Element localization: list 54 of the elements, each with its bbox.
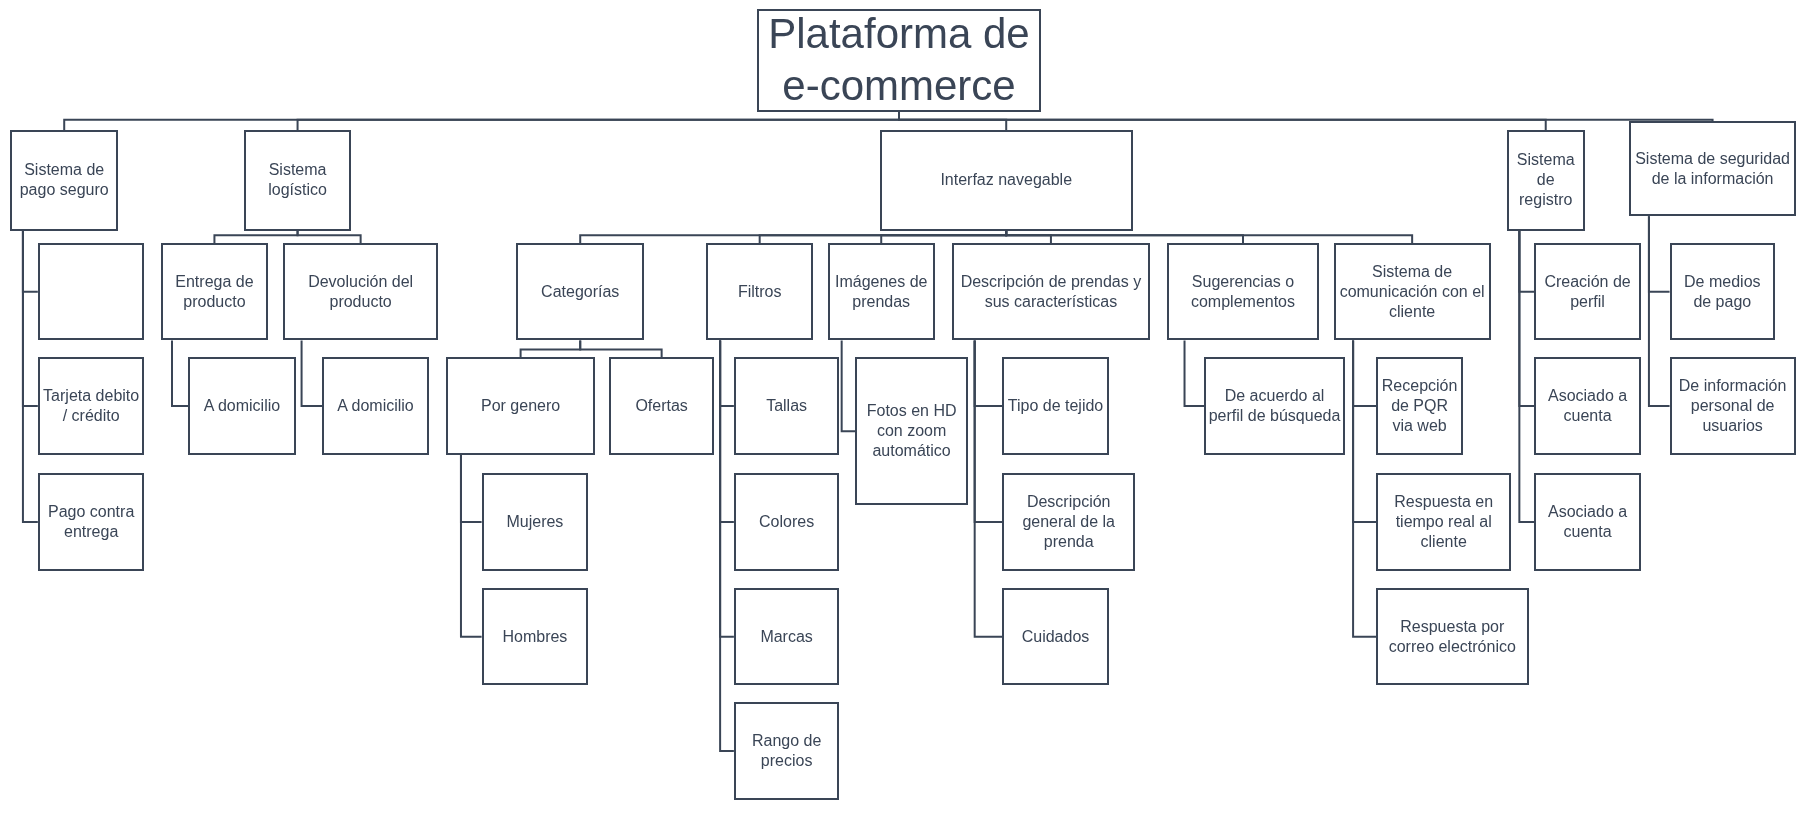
process-box: Descripción de prendas y sus características [951,243,1151,341]
process-box: Sistema de pago seguro [10,129,119,231]
process-box: Mujeres [481,472,589,572]
process-box: Sistema de comunicación con el cliente [1333,243,1491,341]
process-box: A domicilio [322,357,429,455]
process-box: Hombres [481,588,589,686]
process-box: Cuidados [1002,588,1109,686]
connector-line [840,339,857,433]
connector-line [1647,215,1671,407]
process-box: Pago contra entrega [37,472,145,572]
process-box: Respuesta por correo electrónico [1376,588,1529,686]
process-box: Asociado a cuenta [1534,472,1641,572]
process-box: Asociado a cuenta [1534,357,1641,455]
root-box: Plataforma de e-commerce [756,8,1042,112]
process-box [37,243,145,341]
process-box: De medios de pago [1669,243,1776,341]
process-box: Sistema de seguridad de la información [1629,120,1796,217]
process-box: Recepción de PQR via web [1376,357,1464,455]
process-box: Respuesta en tiempo real al cliente [1376,472,1512,572]
process-box: Fotos en HD con zoom automático [855,357,968,506]
process-box: Marcas [733,588,840,686]
connector-line [171,339,190,407]
connector-line [1352,339,1377,638]
connector-line [21,229,39,523]
connector-line [296,229,362,245]
process-box: Tarjeta debito / crédito [37,357,145,455]
process-box: Sugerencias o complementos [1167,243,1319,341]
process-box: Filtros [706,243,813,341]
connector-line [459,453,483,638]
connector-line [1005,229,1414,245]
process-box: Colores [733,472,840,572]
process-box: Entrega de producto [160,243,269,341]
connector-line [579,339,663,359]
process-box: Interfaz navegable [879,129,1133,231]
connector-line [719,339,735,752]
process-box: De acuerdo al perfil de búsqueda [1204,357,1346,455]
process-box: Por genero [446,357,596,455]
process-box: Tipo de tejido [1002,357,1109,455]
process-box: Ofertas [608,357,715,455]
process-box: Tallas [733,357,840,455]
connector-line [1518,229,1536,523]
process-box: Imágenes de prendas [827,243,935,341]
process-box: A domicilio [188,357,296,455]
process-box: De información personal de usuarios [1669,357,1796,455]
process-box: Descripción general de la prenda [1002,472,1136,572]
process-box: Creación de perfil [1534,243,1641,341]
connector-line [1183,339,1205,407]
connector-line [973,339,1004,638]
process-box: Sistema de registro [1506,129,1585,231]
process-box: Devolución del producto [283,243,438,341]
process-box: Categorías [516,243,645,341]
process-box: Sistema logístico [244,129,351,231]
connector-line [300,339,324,407]
process-box: Rango de precios [733,702,840,800]
